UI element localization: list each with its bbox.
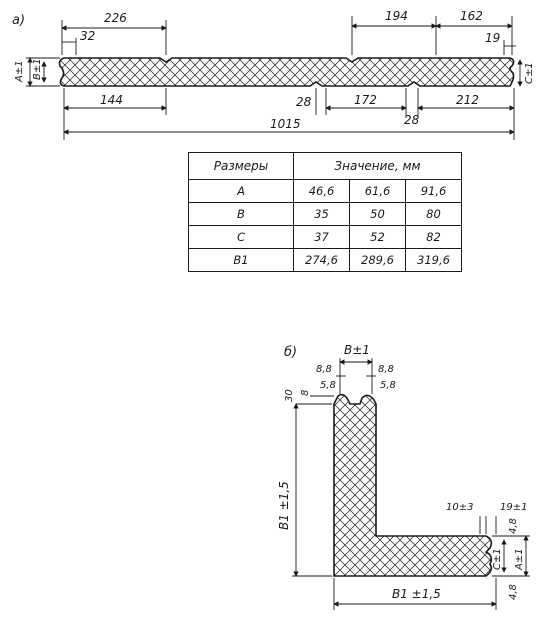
- dim-19-b: 19±1: [500, 502, 527, 513]
- panel-b-profile: [333, 393, 493, 577]
- header-values: Значение, мм: [293, 152, 462, 180]
- cell-value: 61,6: [349, 179, 406, 203]
- table-row: C 37 52 82: [188, 225, 462, 249]
- dim-32: 32: [80, 29, 95, 43]
- cell-value: 289,6: [349, 248, 406, 272]
- label-b-side: B±1: [32, 58, 43, 80]
- cell-value: 50: [349, 202, 406, 226]
- table-row: B1 274,6 289,6 319,6: [188, 248, 462, 272]
- dim-4-8-top: 4,8: [508, 518, 519, 534]
- dim-28-right: 28: [404, 113, 420, 127]
- dim-1015: 1015: [270, 117, 301, 131]
- cell-value: 35: [293, 202, 350, 226]
- row-name: B: [188, 202, 294, 226]
- dim-4-8-bottom: 4,8: [508, 584, 519, 600]
- cell-value: 80: [405, 202, 462, 226]
- dim-5-8-right: 5,8: [380, 380, 396, 391]
- label-a-side: A±1: [14, 60, 25, 83]
- dimensions-table: Размеры Значение, мм A 46,6 61,6 91,6 B …: [188, 152, 462, 272]
- panel-a-profile: [58, 57, 515, 87]
- cell-value: 274,6: [293, 248, 350, 272]
- dim-144: 144: [100, 93, 123, 107]
- dim-5-8-left: 5,8: [320, 380, 336, 391]
- cell-value: 82: [405, 225, 462, 249]
- cell-value: 52: [349, 225, 406, 249]
- cell-value: 37: [293, 225, 350, 249]
- dim-194: 194: [385, 9, 408, 23]
- row-name: A: [188, 179, 294, 203]
- panel-b-label: б): [284, 345, 297, 360]
- dim-19: 19: [485, 31, 500, 45]
- table-row: B 35 50 80: [188, 202, 462, 226]
- dim-28-left: 28: [296, 95, 312, 109]
- dim-226: 226: [104, 11, 127, 25]
- label-c-side-b: C±1: [492, 548, 503, 570]
- dim-10: 10±3: [446, 502, 473, 513]
- row-name: C: [188, 225, 294, 249]
- table-row: A 46,6 61,6 91,6: [188, 179, 462, 203]
- row-name: B1: [188, 248, 294, 272]
- dim-b1-vertical: B1 ±1,5: [277, 481, 291, 530]
- dim-8: 8: [300, 390, 311, 396]
- label-c-side: C±1: [524, 62, 535, 84]
- dim-8-8-right: 8,8: [378, 364, 394, 375]
- cell-value: 319,6: [405, 248, 462, 272]
- label-a-side-b: A±1: [514, 548, 525, 571]
- cell-value: 46,6: [293, 179, 350, 203]
- dim-30: 30: [284, 389, 295, 402]
- dim-212: 212: [456, 93, 479, 107]
- dim-162: 162: [460, 9, 483, 23]
- dim-b-top: B±1: [344, 343, 370, 357]
- header-dimensions: Размеры: [188, 152, 294, 180]
- table-header-row: Размеры Значение, мм: [188, 152, 462, 180]
- dim-b1-horizontal: B1 ±1,5: [392, 587, 441, 601]
- dim-172: 172: [354, 93, 377, 107]
- cell-value: 91,6: [405, 179, 462, 203]
- panel-a-label: а): [12, 13, 25, 28]
- dim-8-8-left: 8,8: [316, 364, 332, 375]
